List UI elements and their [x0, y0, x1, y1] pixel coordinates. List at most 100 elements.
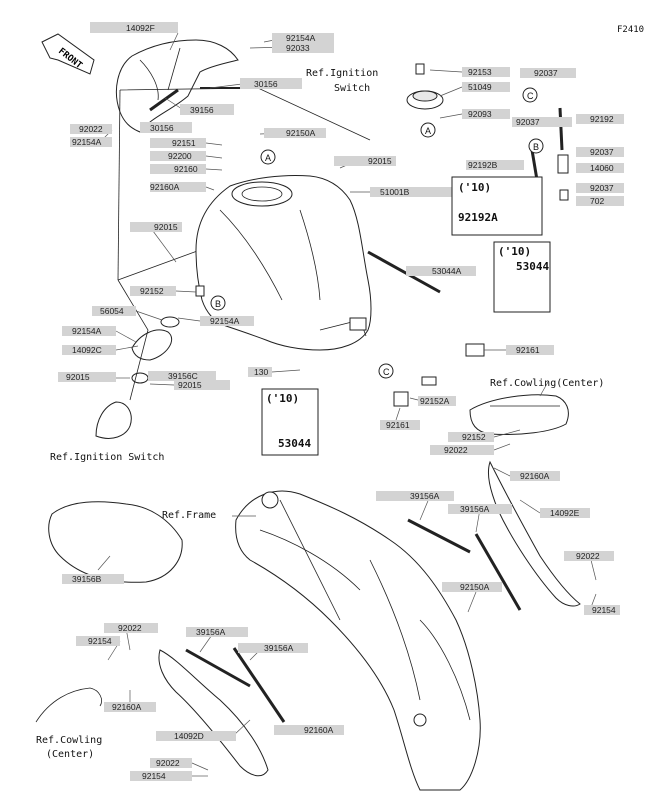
svg-text:92152: 92152 — [462, 432, 486, 442]
svg-text:30156: 30156 — [150, 123, 174, 133]
svg-text:92154: 92154 — [142, 771, 166, 781]
part-label: 92154 — [76, 636, 120, 646]
ref-label: Ref.Cowling — [36, 735, 102, 746]
part-label: 92161 — [380, 420, 420, 430]
ref-label: Ref.Ignition Switch — [50, 452, 164, 463]
part-label: 92154 — [130, 771, 192, 781]
svg-text:92154A: 92154A — [210, 316, 240, 326]
part-label: 130 — [248, 367, 272, 377]
part-label: 92152A — [418, 396, 456, 406]
part-label: 92154 — [584, 605, 620, 615]
svg-text:92153: 92153 — [468, 67, 492, 77]
part-label: 92160A — [150, 182, 206, 192]
svg-text:30156: 30156 — [254, 79, 278, 89]
part-label: 92160 — [150, 164, 206, 174]
part-label: 30156 — [240, 78, 302, 89]
part-label: 92022 — [150, 758, 192, 768]
svg-text:92154A: 92154A — [286, 33, 316, 43]
part-label: 92152 — [130, 286, 176, 296]
svg-text:92160A: 92160A — [304, 725, 334, 735]
callout-c: C — [522, 87, 538, 103]
part-label: 92093 — [462, 109, 510, 119]
part-label: 92022 — [564, 551, 614, 561]
part-label: 92161 — [506, 345, 554, 355]
part-label: 92192B — [466, 160, 524, 170]
cowling-lower-drawing — [35, 649, 269, 777]
svg-text:('10): ('10) — [458, 181, 491, 194]
svg-text:14092D: 14092D — [174, 731, 204, 741]
svg-text:92015: 92015 — [154, 222, 178, 232]
part-label: 92160A — [104, 702, 156, 712]
callout-a: A — [420, 122, 436, 138]
svg-text:92192A: 92192A — [458, 211, 498, 224]
frame-drawing — [235, 490, 481, 791]
callout-b: B — [528, 138, 544, 154]
part-label: 92160A — [510, 471, 560, 481]
svg-text:92015: 92015 — [368, 156, 392, 166]
part-label: 14092C — [62, 345, 116, 355]
fuel-cap-drawing — [406, 63, 444, 110]
svg-text:92200: 92200 — [168, 151, 192, 161]
svg-text:('10): ('10) — [498, 245, 531, 258]
svg-text:92022: 92022 — [156, 758, 180, 768]
part-label: 92192 — [576, 114, 624, 124]
part-label: 92022 — [70, 124, 112, 134]
svg-text:39156: 39156 — [190, 105, 214, 115]
svg-text:14092C: 14092C — [72, 345, 102, 355]
callout-a: A — [260, 149, 276, 165]
part-label: 92200 — [150, 151, 206, 161]
svg-text:702: 702 — [590, 196, 604, 206]
svg-text:C: C — [383, 367, 390, 377]
svg-text:39156A: 39156A — [196, 627, 226, 637]
svg-text:('10): ('10) — [266, 392, 299, 405]
svg-text:A: A — [265, 153, 271, 163]
part-label: 92033 — [272, 43, 334, 53]
seat-pad-drawing — [48, 501, 183, 583]
svg-text:92160A: 92160A — [112, 702, 142, 712]
callout-c: C — [378, 363, 394, 379]
part-label: 702 — [576, 196, 624, 206]
cowling-upper-drawing — [469, 394, 569, 435]
callout-b: B — [210, 295, 226, 311]
part-label: 53044A — [406, 266, 476, 276]
svg-text:92037: 92037 — [590, 183, 614, 193]
part-label: 56054 — [92, 306, 136, 316]
svg-text:53044A: 53044A — [432, 266, 462, 276]
svg-text:92161: 92161 — [386, 420, 410, 430]
part-label: 39156A — [238, 643, 308, 653]
part-label: 14092F — [90, 22, 178, 33]
part-label: 92015 — [58, 372, 116, 382]
svg-text:51049: 51049 — [468, 82, 492, 92]
svg-text:92022: 92022 — [79, 124, 103, 134]
part-label: 92015 — [130, 222, 182, 232]
svg-text:92160: 92160 — [174, 164, 198, 174]
svg-text:39156A: 39156A — [460, 504, 490, 514]
svg-text:92154A: 92154A — [72, 137, 102, 147]
part-label: 92015 — [334, 156, 396, 166]
part-label: 92037 — [576, 183, 624, 193]
svg-text:39156A: 39156A — [410, 491, 440, 501]
svg-text:92154: 92154 — [592, 605, 616, 615]
callout-circles: A A B B C C — [210, 87, 544, 379]
svg-text:39156B: 39156B — [72, 574, 102, 584]
part-label: 51049 — [462, 82, 510, 92]
svg-text:92037: 92037 — [516, 117, 540, 127]
svg-text:92160A: 92160A — [150, 182, 180, 192]
svg-text:14060: 14060 — [590, 163, 614, 173]
svg-text:92037: 92037 — [534, 68, 558, 78]
svg-text:53044: 53044 — [516, 260, 549, 273]
svg-text:92022: 92022 — [576, 551, 600, 561]
part-label: 39156 — [180, 104, 234, 115]
option-box-53044-right: ('10) 53044 — [493, 241, 551, 313]
option-box-92192a: ('10) 92192A — [451, 176, 543, 236]
part-label: 92150A — [264, 128, 326, 138]
svg-text:92093: 92093 — [468, 109, 492, 119]
part-label: 92151 — [150, 138, 206, 148]
ignition-switch-drawing — [95, 279, 180, 439]
part-label: 92150A — [442, 582, 502, 592]
part-label: 92154A — [62, 326, 116, 336]
part-label: 92037 — [512, 117, 572, 127]
part-label: 92154A — [272, 33, 334, 43]
part-label: 39156A — [448, 504, 512, 514]
part-label: 51001B — [370, 187, 454, 197]
